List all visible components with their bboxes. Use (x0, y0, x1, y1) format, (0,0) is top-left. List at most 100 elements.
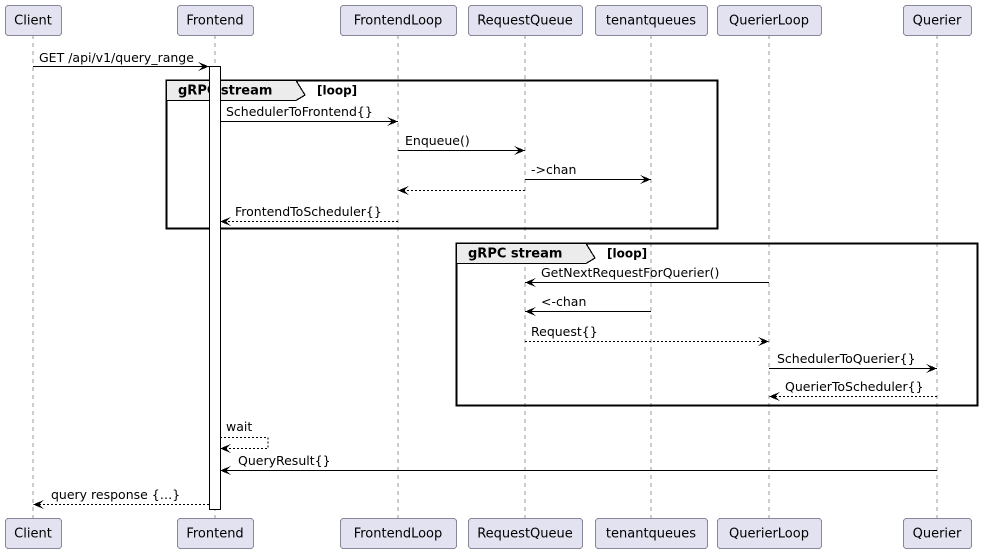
participant-requestqueue-bottom[interactable]: RequestQueue (468, 518, 583, 549)
message-msg-from-chan: <-chan (525, 294, 651, 317)
message-arrowhead (769, 391, 780, 402)
participant-label: Querier (913, 527, 962, 542)
message-label: QuerierToScheduler{} (785, 379, 924, 394)
message-label: SchedulerToQuerier{} (777, 351, 916, 366)
message-msg-query-response: query response {…} (33, 487, 209, 510)
message-arrowhead (525, 277, 536, 288)
fragment-border (455, 242, 979, 407)
participant-box[interactable] (595, 5, 708, 36)
fragment-grpc-stream-querier: gRPC stream [loop] (455, 242, 979, 407)
participant-frontend-bottom[interactable]: Frontend (177, 518, 254, 549)
message-msg-query-result: QueryResult{} (220, 453, 937, 476)
fragment-tab (165, 79, 306, 102)
fragment-operator: [loop] (317, 84, 357, 98)
participant-requestqueue-top[interactable]: RequestQueue (468, 5, 583, 36)
participant-querier-bottom[interactable]: Querier (903, 518, 972, 549)
participant-label: Client (14, 14, 52, 29)
message-msg-get-next-request-for-querier: GetNextRequestForQuerier() (525, 265, 769, 288)
participant-frontendloop-top[interactable]: FrontendLoop (340, 5, 457, 36)
message-arrowhead (398, 185, 409, 196)
fragment-title: gRPC stream (178, 84, 272, 99)
fragment-tab (455, 242, 596, 265)
participant-box[interactable] (903, 5, 972, 36)
message-msg-to-chan: ->chan (525, 162, 651, 185)
participant-box[interactable] (717, 5, 822, 36)
message-msg-frontend-to-scheduler: FrontendToScheduler{} (220, 204, 398, 227)
message-msg-request: Request{} (525, 324, 769, 347)
participant-client-top[interactable]: Client (5, 5, 62, 36)
participant-box[interactable] (468, 5, 583, 36)
participant-box[interactable] (717, 518, 822, 549)
participant-label: Client (14, 527, 52, 542)
participant-box[interactable] (5, 5, 62, 36)
message-arrowhead (387, 116, 398, 127)
participant-label: QuerierLoop (729, 527, 809, 542)
lifelines-layer (32, 35, 938, 518)
fragment-grpc-stream-frontend: gRPC stream [loop] (165, 79, 719, 230)
participant-box[interactable] (468, 518, 583, 549)
message-arrowhead (220, 216, 231, 227)
message-arrowhead (640, 174, 651, 185)
message-msg-scheduler-to-querier: SchedulerToQuerier{} (769, 351, 937, 374)
message-label: SchedulerToFrontend{} (226, 104, 373, 119)
participant-label: RequestQueue (477, 527, 573, 542)
message-msg-scheduler-to-frontend: SchedulerToFrontend{} (220, 104, 398, 127)
message-msg-get-query-range: GET /api/v1/query_range (33, 50, 209, 72)
self-message-line (220, 436, 269, 450)
message-arrowhead (220, 465, 231, 476)
participant-label: QuerierLoop (729, 14, 809, 29)
participant-box[interactable] (177, 518, 254, 549)
message-label: Enqueue() (405, 133, 470, 148)
participant-client-bottom[interactable]: Client (5, 518, 62, 549)
message-msg-enqueue-return (398, 185, 525, 196)
participant-querierloop-bottom[interactable]: QuerierLoop (717, 518, 822, 549)
message-arrowhead (525, 306, 536, 317)
participant-box[interactable] (903, 518, 972, 549)
message-label: FrontendToScheduler{} (235, 204, 382, 219)
participant-label: Frontend (186, 527, 243, 542)
participant-label: tenantqueues (606, 14, 696, 29)
participant-box[interactable] (340, 518, 457, 549)
fragments-layer: gRPC stream [loop] gRPC stream [loop] (165, 79, 979, 407)
participant-label: RequestQueue (477, 14, 573, 29)
participant-querier-top[interactable]: Querier (903, 5, 972, 36)
participant-tenantqueues-top[interactable]: tenantqueues (595, 5, 708, 36)
fragment-title: gRPC stream (468, 247, 562, 262)
participant-frontendloop-bottom[interactable]: FrontendLoop (340, 518, 457, 549)
message-label: <-chan (541, 294, 586, 309)
participant-label: Frontend (186, 14, 243, 29)
participant-box[interactable] (177, 5, 254, 36)
message-msg-enqueue: Enqueue() (398, 133, 525, 156)
message-arrowhead (926, 363, 937, 374)
participant-querierloop-top[interactable]: QuerierLoop (717, 5, 822, 36)
self-message-label: wait (226, 419, 252, 434)
participant-tenantqueues-bottom[interactable]: tenantqueues (595, 518, 708, 549)
participant-frontend-top[interactable]: Frontend (177, 5, 254, 36)
self-message-msg-wait: wait (220, 419, 269, 454)
participant-label: FrontendLoop (354, 14, 443, 29)
message-arrowhead (514, 145, 525, 156)
frontend-activation (208, 65, 222, 511)
message-label: GetNextRequestForQuerier() (541, 265, 719, 280)
message-msg-querier-to-scheduler: QuerierToScheduler{} (769, 379, 937, 402)
participant-box[interactable] (5, 518, 62, 549)
message-label: query response {…} (51, 487, 180, 502)
fragment-border (165, 79, 719, 230)
activations-layer (208, 65, 222, 511)
message-arrowhead (198, 61, 209, 72)
self-message-arrowhead (220, 443, 231, 454)
message-arrowhead (33, 499, 44, 510)
message-label: Request{} (531, 324, 598, 339)
participant-box[interactable] (595, 518, 708, 549)
message-label: QueryResult{} (238, 453, 331, 468)
messages-layer: GET /api/v1/query_rangeSchedulerToFronte… (33, 50, 937, 510)
message-arrowhead (758, 336, 769, 347)
message-label: GET /api/v1/query_range (39, 50, 194, 65)
participant-label: FrontendLoop (354, 527, 443, 542)
fragment-operator: [loop] (607, 247, 647, 261)
participant-label: Querier (913, 14, 962, 29)
participant-box[interactable] (340, 5, 457, 36)
